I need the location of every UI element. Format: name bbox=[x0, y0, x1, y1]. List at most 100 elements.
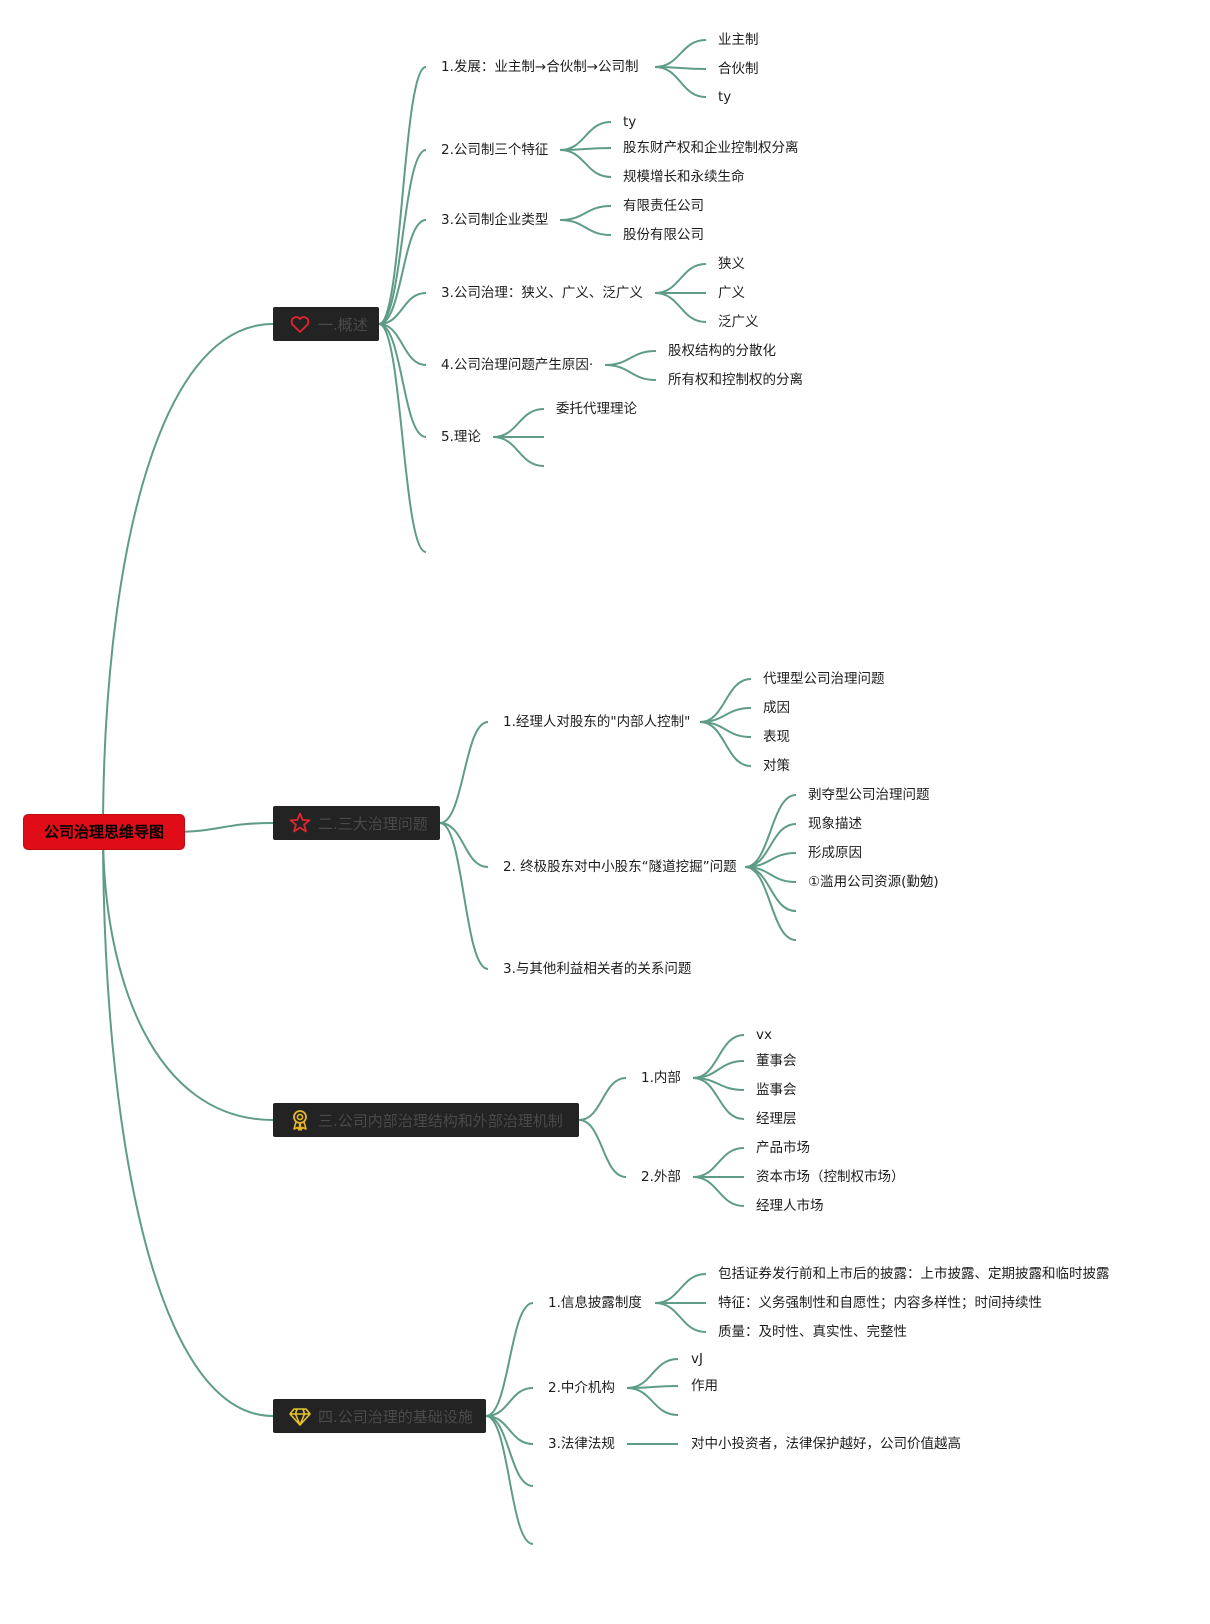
connector bbox=[654, 292, 707, 323]
diamond-icon bbox=[288, 1404, 312, 1428]
leaf-disclosure-scope[interactable]: 包括证券发行前和上市后的披露：上市披露、定期披露和临时披露 bbox=[718, 1266, 1110, 1282]
connector bbox=[692, 1176, 745, 1207]
branch-internal-external[interactable]: 三.公司内部治理结构和外部治理机制 bbox=[273, 1103, 579, 1137]
leaf-board[interactable]: 董事会 bbox=[756, 1053, 797, 1069]
leaf-dispersed-equity[interactable]: 股权结构的分散化 bbox=[668, 343, 776, 359]
leaf-vj[interactable]: vJ bbox=[691, 1351, 703, 1367]
leaf-disclosure-features[interactable]: 特征：义务强制性和自愿性；内容多样性；时间持续性 bbox=[718, 1295, 1042, 1311]
root-connector bbox=[102, 831, 274, 1417]
connector bbox=[626, 1358, 679, 1389]
connector bbox=[654, 1302, 707, 1333]
topic-insider-control[interactable]: 1.经理人对股东的"内部人控制" bbox=[503, 714, 691, 730]
leaf-manager-market[interactable]: 经理人市场 bbox=[756, 1198, 824, 1214]
leaf-ownership-control[interactable]: 所有权和控制权的分离 bbox=[668, 372, 803, 388]
branch-overview[interactable]: 一.概述 bbox=[273, 307, 379, 341]
branch-label: 四.公司治理的基础设施 bbox=[318, 1407, 473, 1426]
leaf-ty[interactable]: ty bbox=[718, 89, 732, 105]
connector bbox=[559, 121, 612, 151]
leaf-manifestation[interactable]: 表现 bbox=[763, 729, 790, 745]
branch-connector bbox=[485, 1415, 534, 1487]
topic-internal[interactable]: 1.内部 bbox=[641, 1070, 681, 1086]
topic-external[interactable]: 2.外部 bbox=[641, 1169, 681, 1185]
branch-connector bbox=[485, 1415, 534, 1545]
connector bbox=[654, 66, 707, 98]
connector bbox=[559, 149, 612, 178]
connector bbox=[604, 364, 657, 381]
leaf-role[interactable]: 作用 bbox=[691, 1378, 718, 1394]
root-connector bbox=[102, 323, 274, 833]
connector bbox=[559, 205, 612, 221]
root-node[interactable]: 公司治理思维导图 bbox=[24, 815, 184, 849]
leaf-llc[interactable]: 有限责任公司 bbox=[623, 198, 704, 214]
leaf-resource-abuse[interactable]: ①滥用公司资源(勤勉) bbox=[808, 874, 939, 890]
branch-connector bbox=[578, 1077, 627, 1121]
branch-connector bbox=[378, 66, 427, 325]
branch-connector bbox=[439, 721, 489, 824]
leaf-joint-stock[interactable]: 股份有限公司 bbox=[623, 227, 704, 243]
connector bbox=[626, 1387, 679, 1416]
branch-connector bbox=[485, 1387, 534, 1417]
leaf-general[interactable]: 泛广义 bbox=[718, 314, 759, 330]
branch-label: 二.三大治理问题 bbox=[318, 814, 428, 833]
topic-theory[interactable]: 5.理论 bbox=[441, 429, 481, 445]
connector bbox=[692, 1077, 745, 1120]
leaf-investor-protection[interactable]: 对中小投资者，法律保护越好，公司价值越高 bbox=[691, 1436, 961, 1452]
topic-company-features[interactable]: 2.公司制三个特征 bbox=[441, 142, 549, 158]
connector bbox=[692, 1147, 745, 1178]
leaf-scale-growth[interactable]: 规模增长和永续生命 bbox=[623, 169, 745, 185]
topic-causes[interactable]: 4.公司治理问题产生原因· bbox=[441, 357, 594, 373]
root-connector bbox=[102, 831, 274, 1121]
branch-connector bbox=[378, 149, 427, 325]
branch-connector bbox=[439, 822, 489, 868]
leaf-description[interactable]: 现象描述 bbox=[808, 816, 862, 832]
topic-tunneling[interactable]: 2. 终极股东对中小股东“隧道挖掘”问题 bbox=[503, 859, 737, 875]
leaf-management[interactable]: 经理层 bbox=[756, 1111, 797, 1127]
medal-icon bbox=[288, 1108, 312, 1132]
leaf-agency-problem[interactable]: 代理型公司治理问题 bbox=[763, 671, 885, 687]
leaf-partnership[interactable]: 合伙制 bbox=[718, 61, 759, 77]
connector bbox=[744, 794, 797, 868]
connector bbox=[604, 350, 657, 366]
topic-development[interactable]: 1.发展：业主制→合伙制→公司制 bbox=[441, 59, 639, 75]
connector bbox=[654, 1273, 707, 1304]
branch-connector bbox=[439, 822, 489, 970]
topic-stakeholders[interactable]: 3.与其他利益相关者的关系问题 bbox=[503, 961, 692, 977]
leaf-agency-theory[interactable]: 委托代理理论 bbox=[556, 401, 637, 417]
topic-company-types[interactable]: 3.公司制企业类型 bbox=[441, 212, 549, 228]
connector bbox=[559, 219, 612, 236]
branch-connector bbox=[578, 1119, 627, 1178]
branch-three-problems[interactable]: 二.三大治理问题 bbox=[273, 806, 440, 840]
leaf-vx[interactable]: vx bbox=[756, 1027, 772, 1043]
branch-infrastructure[interactable]: 四.公司治理的基础设施 bbox=[273, 1399, 486, 1433]
branch-connector bbox=[378, 323, 427, 438]
connector bbox=[492, 436, 545, 467]
branch-connector bbox=[378, 323, 427, 553]
connector bbox=[654, 263, 707, 294]
leaf-narrow[interactable]: 狭义 bbox=[718, 256, 745, 272]
leaf-expropriation[interactable]: 剥夺型公司治理问题 bbox=[808, 787, 930, 803]
branch-connector bbox=[485, 1302, 534, 1417]
connector bbox=[492, 408, 545, 438]
topic-intermediaries[interactable]: 2.中介机构 bbox=[548, 1380, 615, 1396]
root-connector bbox=[169, 822, 274, 833]
leaf-sole-proprietorship[interactable]: 业主制 bbox=[718, 32, 759, 48]
heart-icon bbox=[288, 312, 312, 336]
star-icon bbox=[288, 811, 312, 835]
leaf-supervisory[interactable]: 监事会 bbox=[756, 1082, 797, 1098]
leaf-countermeasure[interactable]: 对策 bbox=[763, 758, 790, 774]
leaf-disclosure-quality[interactable]: 质量：及时性、真实性、完整性 bbox=[718, 1324, 907, 1340]
connector bbox=[654, 39, 707, 68]
leaf-ty-2[interactable]: ty bbox=[623, 114, 637, 130]
topic-governance-scope[interactable]: 3.公司治理：狭义、广义、泛广义 bbox=[441, 285, 643, 301]
topic-laws[interactable]: 3.法律法规 bbox=[548, 1436, 615, 1452]
topic-disclosure[interactable]: 1.信息披露制度 bbox=[548, 1295, 642, 1311]
branch-label: 三.公司内部治理结构和外部治理机制 bbox=[318, 1111, 563, 1130]
leaf-ownership-separation[interactable]: 股东财产权和企业控制权分离 bbox=[623, 140, 799, 156]
leaf-broad[interactable]: 广义 bbox=[718, 285, 745, 301]
leaf-capital-market[interactable]: 资本市场（控制权市场） bbox=[756, 1169, 905, 1185]
leaf-formation-cause[interactable]: 形成原因 bbox=[808, 845, 862, 861]
leaf-cause[interactable]: 成因 bbox=[763, 700, 790, 716]
leaf-product-market[interactable]: 产品市场 bbox=[756, 1140, 810, 1156]
branch-label: 一.概述 bbox=[318, 315, 368, 334]
